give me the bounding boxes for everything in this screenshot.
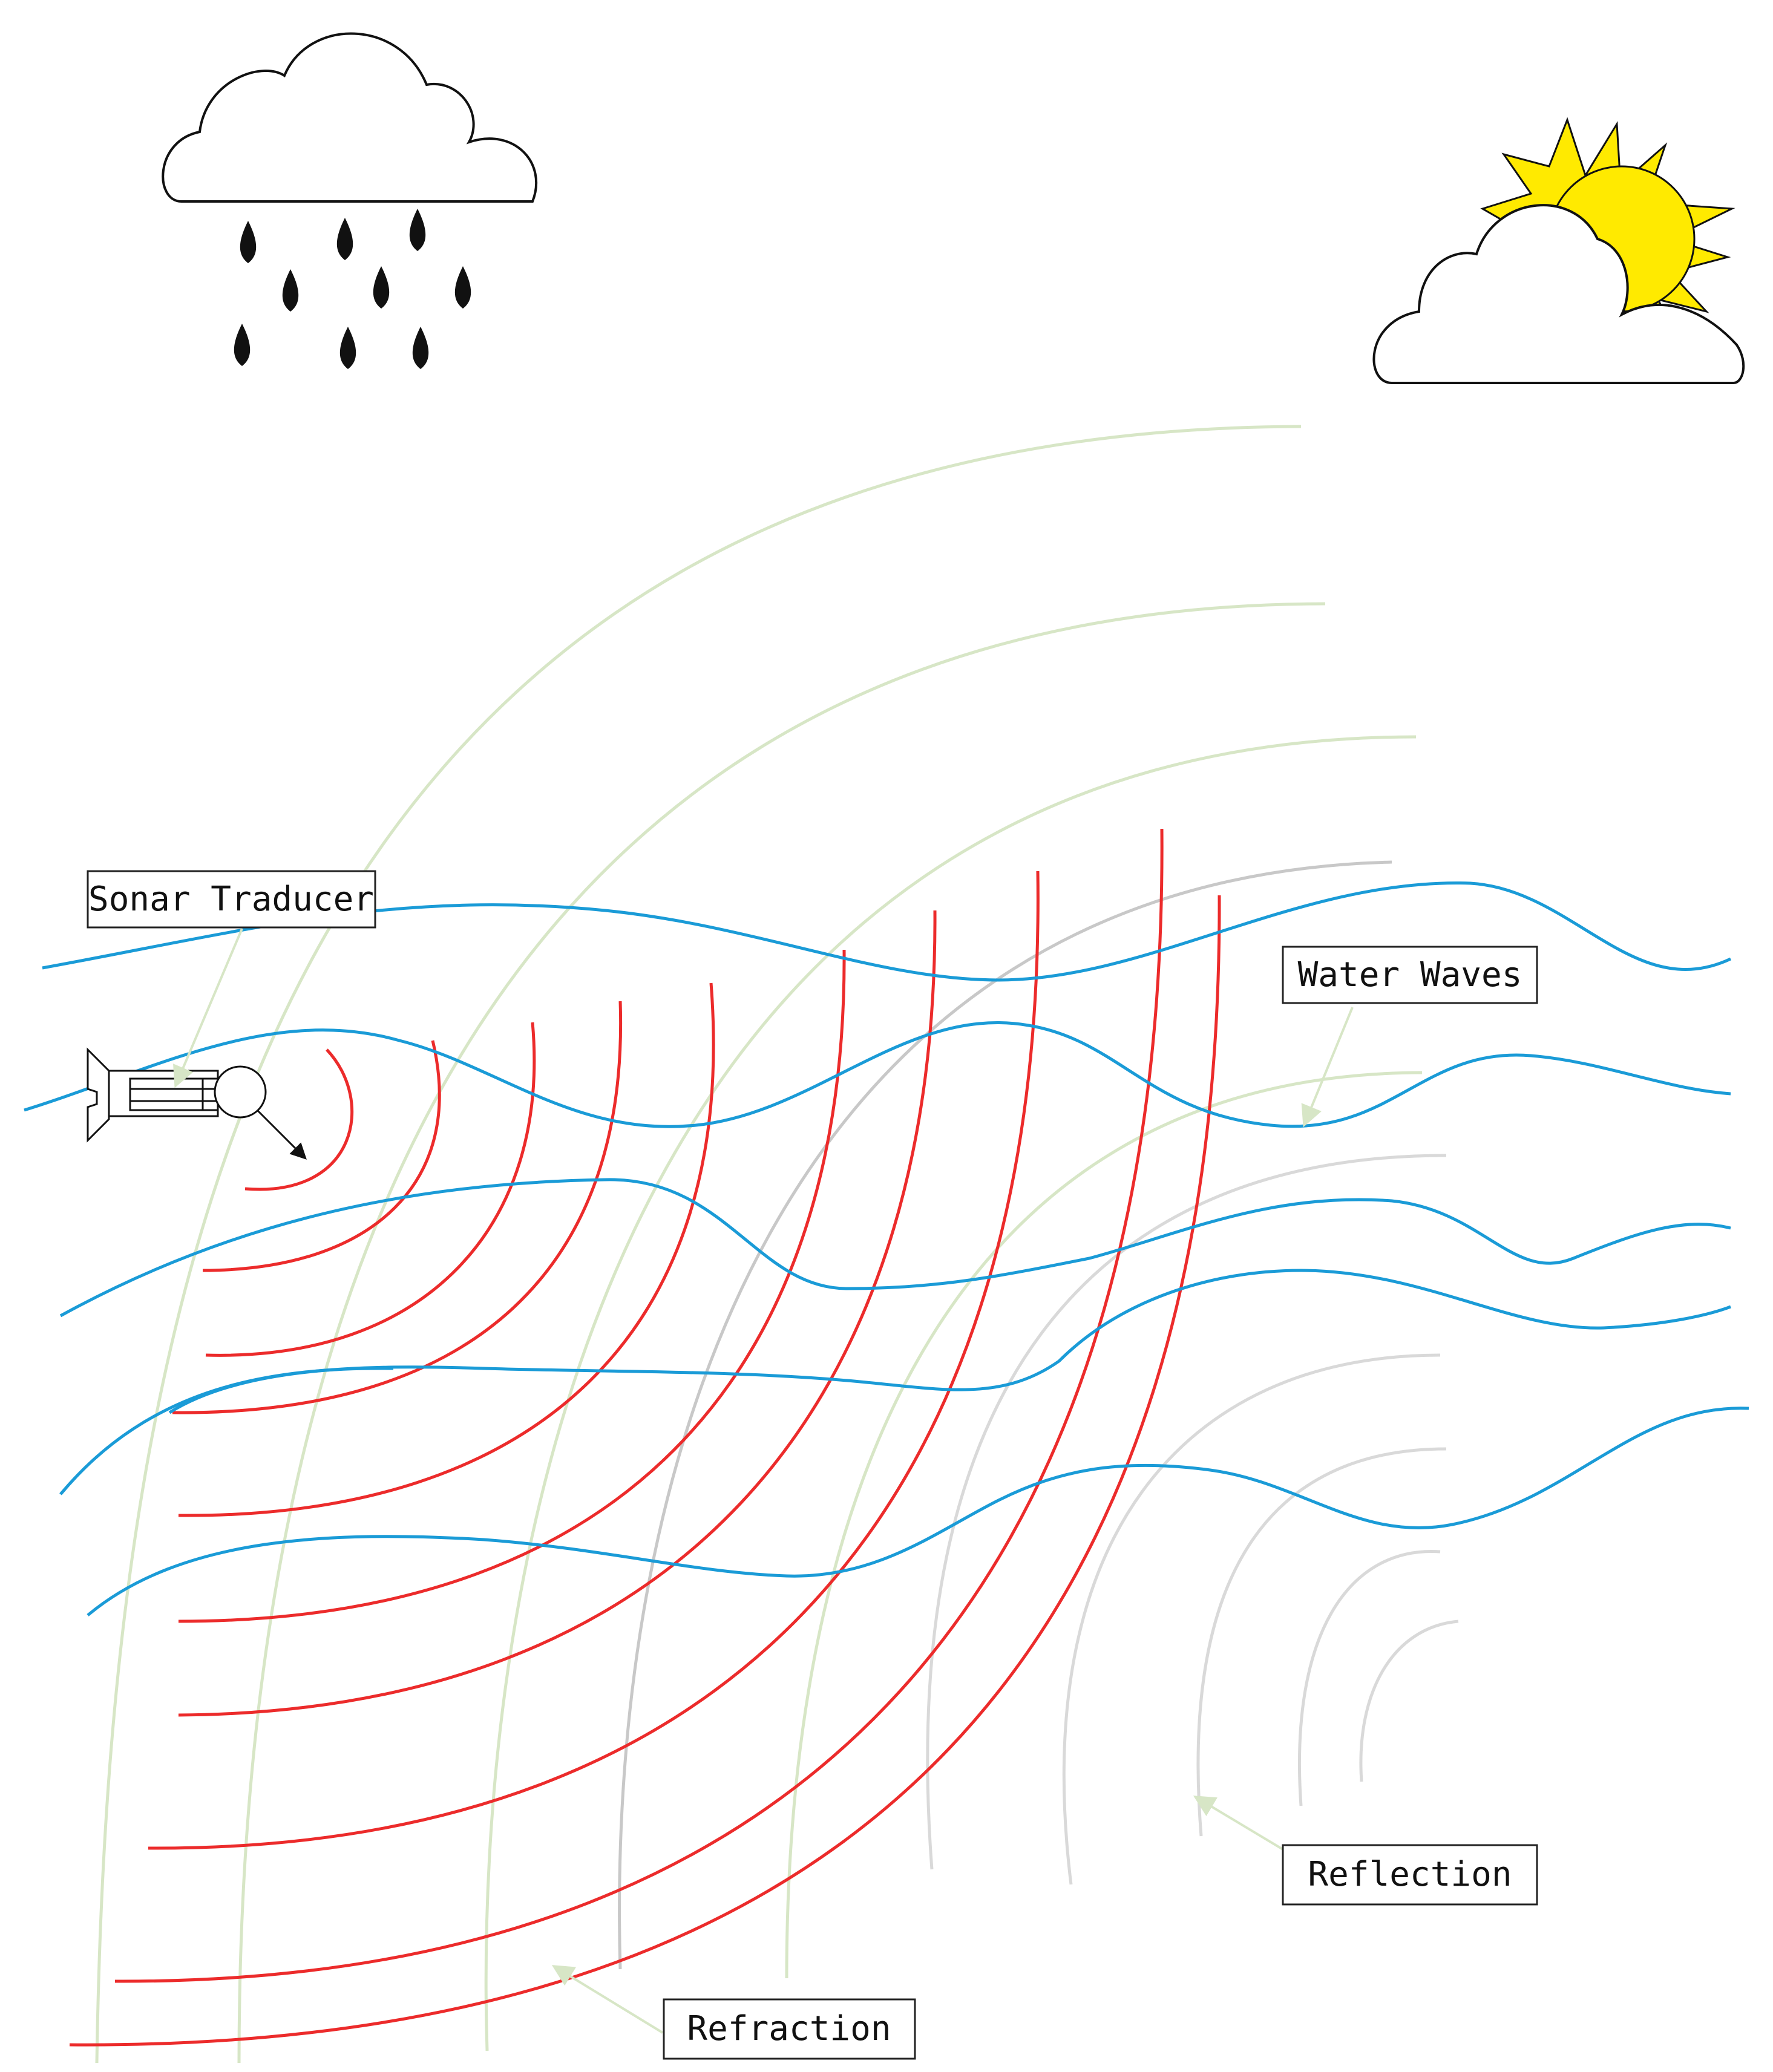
sun-cloud-icon <box>1372 117 1745 384</box>
rain-cloud-icon <box>162 32 538 369</box>
raindrop <box>454 266 471 309</box>
gray-arc <box>1359 1619 1459 1782</box>
cloud-shape <box>162 32 538 203</box>
raindrop <box>409 209 426 251</box>
label-water-waves: Water Waves <box>1282 946 1538 1004</box>
raindrop <box>336 218 353 260</box>
water-wave <box>59 1178 1731 1318</box>
red-arc <box>114 828 1164 1983</box>
label-box <box>1282 1844 1538 1906</box>
sound-wave-arcs <box>69 828 1221 2047</box>
red-arc <box>202 1040 441 1272</box>
gray-arc <box>1297 1550 1441 1806</box>
transducer-fin <box>87 1047 110 1143</box>
red-arc <box>178 982 715 1517</box>
gray-arc <box>926 1154 1447 1870</box>
raindrops <box>234 209 471 369</box>
red-arc <box>178 949 846 1623</box>
refraction-arcs <box>95 425 1423 2064</box>
label-text: Sonar Traducer <box>88 880 374 919</box>
water-wave <box>168 1269 1731 1414</box>
label-text: Reflection <box>1308 1855 1512 1894</box>
green-arc <box>785 1071 1423 1979</box>
gray-arc <box>1196 1447 1447 1837</box>
transducer-head <box>214 1065 267 1119</box>
label-box <box>1282 946 1538 1004</box>
water-wave <box>59 1367 394 1495</box>
green-arc <box>237 602 1326 2064</box>
callout-arrows <box>173 928 1354 2034</box>
transducer-core <box>129 1077 219 1111</box>
gray-arc <box>618 860 1392 1970</box>
label-box <box>87 870 376 929</box>
sonar-callout-arrow <box>173 928 243 1088</box>
raindrop <box>234 324 251 366</box>
label-reflection: Reflection <box>1282 1844 1538 1906</box>
raindrop <box>240 221 257 263</box>
label-text: Refraction <box>687 2009 891 2048</box>
water-waves-callout-arrow <box>1301 1007 1354 1128</box>
red-arc <box>69 895 1221 2047</box>
reflection-arcs <box>618 860 1459 1970</box>
red-arc <box>244 1048 354 1191</box>
raindrop <box>412 327 429 369</box>
red-arc <box>148 871 1040 1850</box>
water-wave <box>24 1021 1731 1128</box>
raindrop <box>373 266 390 309</box>
cloud-shape <box>1372 204 1745 384</box>
red-arc <box>178 910 937 1717</box>
sonar-transducer-icon <box>87 1047 267 1143</box>
label-sonar-traducer: Sonar Traducer <box>87 870 376 929</box>
raindrop <box>339 327 356 369</box>
water-wave-lines <box>24 881 1749 1616</box>
label-box <box>663 1998 916 2060</box>
gray-arc <box>1062 1353 1441 1885</box>
red-arc <box>172 1001 623 1414</box>
label-refraction: Refraction <box>663 1998 916 2060</box>
water-wave <box>87 1407 1749 1616</box>
reflection-callout-arrow <box>1193 1796 1287 1852</box>
refraction-callout-arrow <box>551 1965 664 2034</box>
transducer-emit-arrow <box>256 1109 307 1160</box>
raindrop <box>282 269 299 312</box>
green-arc <box>484 735 1417 2051</box>
red-arc <box>205 1022 536 1357</box>
green-arc <box>95 425 1302 2064</box>
label-text: Water Waves <box>1298 955 1522 995</box>
